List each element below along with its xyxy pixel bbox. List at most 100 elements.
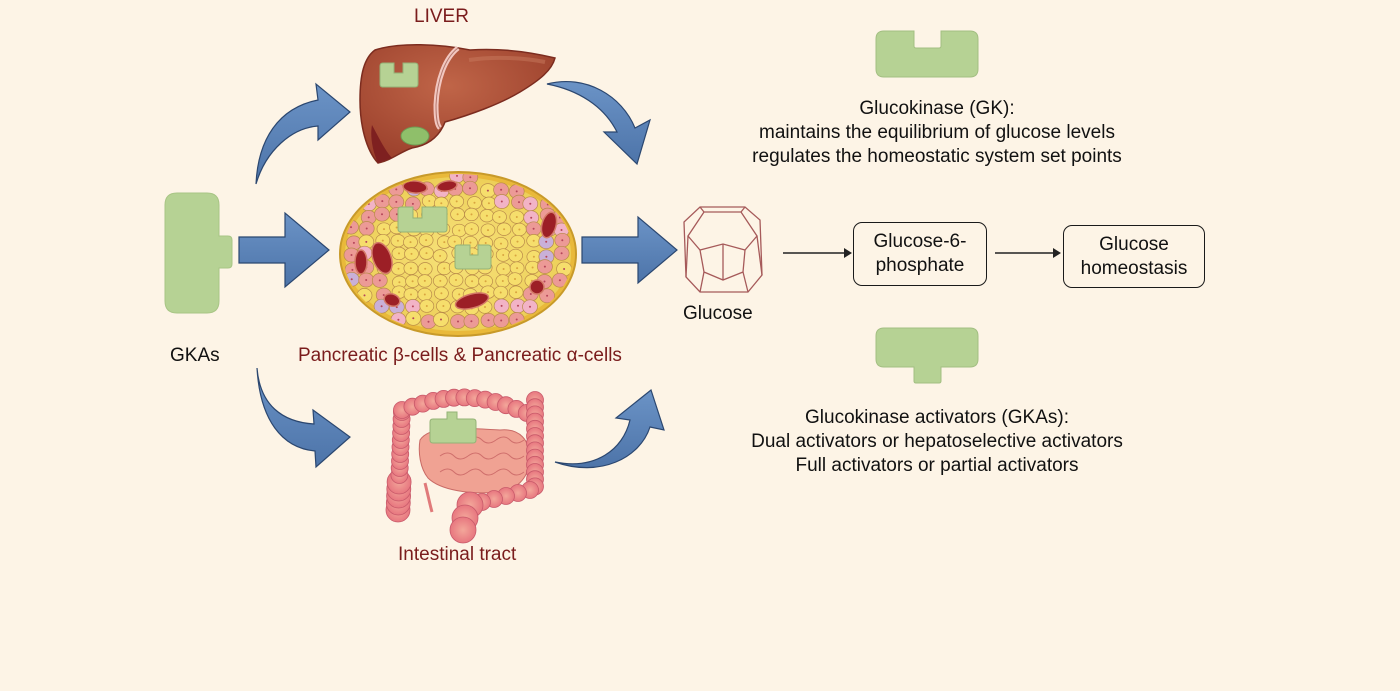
liver-label: LIVER xyxy=(414,6,469,27)
arrow-to-pancreas xyxy=(238,211,330,289)
islet-cell-nucleus xyxy=(532,255,535,258)
islet-cell-nucleus xyxy=(398,281,401,284)
islet-cell-nucleus xyxy=(383,228,385,231)
islet-cell-nucleus xyxy=(425,252,428,255)
islet-cell-nucleus xyxy=(500,304,503,307)
islet-cell-nucleus xyxy=(410,252,413,255)
islet-cell-nucleus xyxy=(500,188,503,191)
islet-cell-nucleus xyxy=(380,305,383,308)
islet-cell-nucleus xyxy=(514,278,516,280)
islet-cell-nucleus xyxy=(561,239,564,242)
islet-cell-nucleus xyxy=(563,268,566,270)
islet-cell-nucleus xyxy=(530,216,533,219)
islet-cell-nucleus xyxy=(515,216,518,218)
islet-cell-nucleus xyxy=(395,306,398,309)
flow-arrow-to-g6p xyxy=(783,248,852,258)
islet-cell-nucleus xyxy=(458,229,461,232)
blood-vessel xyxy=(454,292,490,310)
homeostasis-line-1: Glucose xyxy=(1099,233,1169,255)
blood-vessel xyxy=(529,279,545,295)
islet-cell-nucleus xyxy=(471,280,474,283)
glucose-homeostasis-box: Glucose homeostasis xyxy=(1063,225,1205,288)
islet-cell-nucleus xyxy=(425,239,428,242)
arrow-to-glucose xyxy=(581,215,678,285)
islet-cell-nucleus xyxy=(455,279,457,281)
islet-cell-nucleus xyxy=(381,200,384,203)
islet-cell-nucleus xyxy=(350,254,353,256)
islet-cell-nucleus xyxy=(470,320,473,323)
islet-cell-nucleus xyxy=(423,293,426,296)
islet-cell-nucleus xyxy=(381,213,383,216)
islet-cell-nucleus xyxy=(409,267,412,270)
islet-cell-nucleus xyxy=(423,279,426,282)
islet-cell-nucleus xyxy=(395,188,398,191)
islet-cell-nucleus xyxy=(473,201,476,204)
gkas-label: GKAs xyxy=(170,345,220,366)
small-intestine-coil xyxy=(467,468,497,476)
islet-cell-nucleus xyxy=(560,229,563,231)
islet-cell-nucleus xyxy=(484,242,487,244)
islet-cell-nucleus xyxy=(487,202,490,205)
islet-cell-nucleus xyxy=(499,291,502,294)
islet-cell-nucleus xyxy=(501,280,504,282)
islet-cell-nucleus xyxy=(516,240,519,243)
islet-cell-nucleus xyxy=(428,200,431,202)
islet-cell-nucleus xyxy=(543,265,546,268)
islet-cell-nucleus xyxy=(440,318,442,321)
islet-cell-nucleus xyxy=(514,254,517,257)
small-intestine-coil xyxy=(495,468,525,476)
islet-cell-nucleus xyxy=(458,293,461,296)
islet-cell-nucleus xyxy=(500,242,502,245)
islet-cell-nucleus xyxy=(427,320,430,323)
blood-vessel xyxy=(402,180,428,194)
pancreas-label: Pancreatic β-cells & Pancreatic α-cells xyxy=(298,345,622,366)
islet-cell-nucleus xyxy=(518,201,520,204)
gk-line-2: regulates the homeostatic system set poi… xyxy=(752,146,1122,167)
islet-cell-nucleus xyxy=(440,202,443,205)
islet-cell-nucleus xyxy=(439,279,442,282)
blood-vessel xyxy=(383,292,401,308)
islet-cell-nucleus xyxy=(365,279,368,281)
islet-cell-nucleus xyxy=(560,252,563,255)
islet-cell-nucleus xyxy=(515,318,518,321)
islet-cell-nucleus xyxy=(502,254,505,256)
intestine-label: Intestinal tract xyxy=(398,544,517,565)
arrow-from-liver xyxy=(546,80,651,166)
islet-cell-nucleus xyxy=(532,239,535,242)
islet-cell-nucleus xyxy=(395,200,398,203)
islet-cell-nucleus xyxy=(351,268,354,271)
islet-cell-nucleus xyxy=(378,279,381,282)
islet-cell-nucleus xyxy=(442,305,445,307)
islet-cell-nucleus xyxy=(363,294,366,297)
islet-cell-nucleus xyxy=(558,279,561,282)
islet-cell-nucleus xyxy=(545,240,548,243)
islet-cell-nucleus xyxy=(487,229,489,232)
arrow-to-intestine xyxy=(256,367,351,469)
small-intestine-coil xyxy=(495,452,525,460)
glucose-6-phosphate-box: Glucose-6- phosphate xyxy=(853,222,987,286)
islet-cell-nucleus xyxy=(518,228,521,231)
islet-cell-nucleus xyxy=(453,240,456,243)
islet-cell-nucleus xyxy=(516,267,519,270)
gka-description: Glucokinase activators (GKAs): Dual acti… xyxy=(717,406,1157,478)
blood-vessel xyxy=(371,241,393,275)
islet-cell-nucleus xyxy=(502,268,505,270)
islet-cell-nucleus xyxy=(352,241,355,244)
blood-vessel xyxy=(354,249,368,275)
islet-cell-nucleus xyxy=(457,320,459,323)
gk-description: Glucokinase (GK): maintains the equilibr… xyxy=(727,97,1147,169)
islet-cell-nucleus xyxy=(517,304,519,307)
islet-cell-nucleus xyxy=(515,291,518,294)
islet-cell-nucleus xyxy=(443,267,446,270)
islet-cell-nucleus xyxy=(411,202,414,205)
islet-cell-nucleus xyxy=(485,214,488,217)
gka-line-2: Full activators or partial activators xyxy=(795,455,1079,476)
islet-cell-nucleus xyxy=(470,228,473,230)
islet-cell-nucleus xyxy=(484,306,486,308)
small-intestine-coil xyxy=(495,436,525,444)
islet-cell-nucleus xyxy=(440,292,443,295)
islet-cell-nucleus xyxy=(397,318,400,321)
islet-cell-nucleus xyxy=(411,280,414,283)
gk-enzyme-icon xyxy=(875,30,979,78)
